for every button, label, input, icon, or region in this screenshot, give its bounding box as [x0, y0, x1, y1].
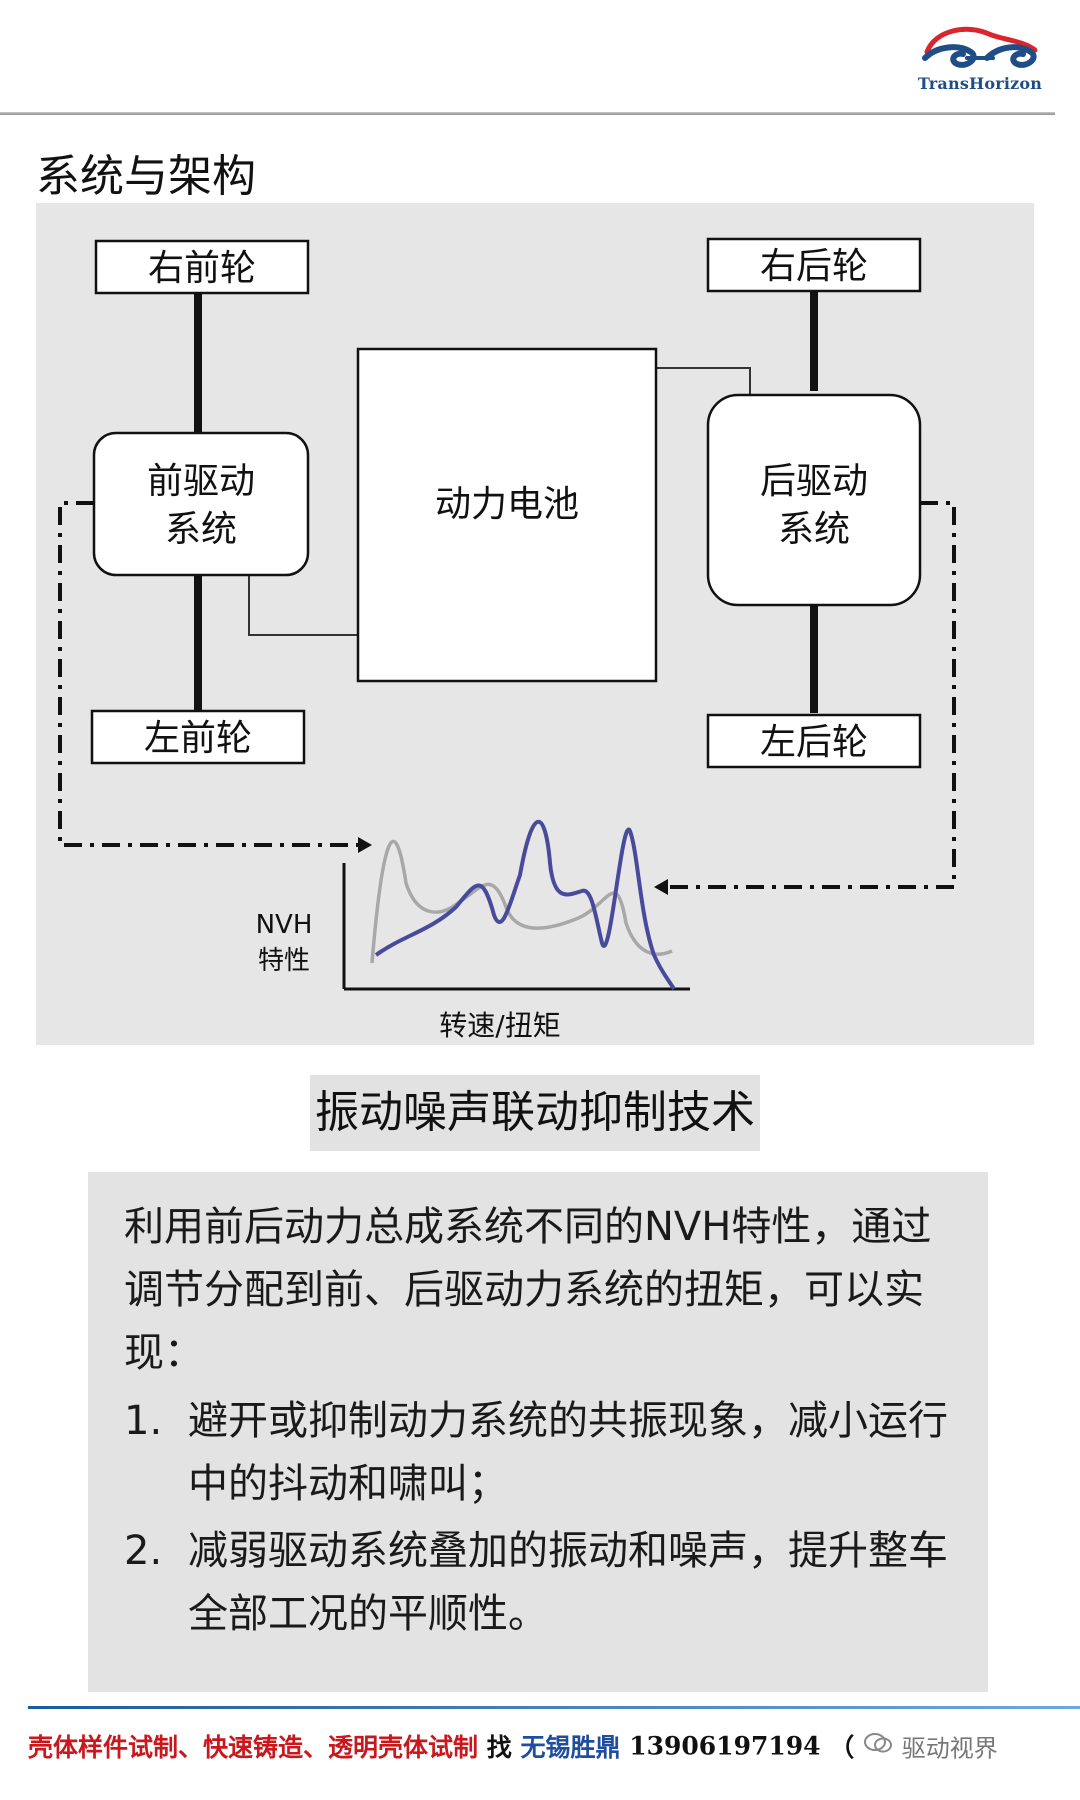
list-item-text: 减弱驱动系统叠加的振动和噪声，提升整车全部工况的平顺性。 — [188, 1528, 948, 1637]
wheel-rear-left: 左后轮 — [706, 713, 922, 769]
description-panel: 利用前后动力总成系统不同的NVH特性，通过调节分配到前、后驱动力系统的扭矩，可以… — [88, 1172, 988, 1692]
front-power-wire — [248, 568, 358, 636]
front-nvh-path — [58, 501, 358, 847]
footer-services: 壳体样件试制、快速铸造、透明壳体试制 — [28, 1733, 479, 1762]
footer-company: 无锡胜鼎 — [520, 1733, 621, 1762]
diagram-caption: 振动噪声联动抑制技术 — [310, 1075, 760, 1151]
nvh-label-line2: 特性 — [258, 946, 310, 976]
transhorizon-logo — [915, 18, 1045, 98]
power-battery-label: 动力电池 — [435, 484, 579, 525]
front-drive-system: 前驱动 系统 — [92, 431, 310, 577]
wheel-rear-right-label: 右后轮 — [760, 246, 868, 287]
wechat-icon — [863, 1732, 902, 1761]
nvh-label-line1: NVH — [256, 910, 313, 940]
wheel-front-right-label: 右前轮 — [148, 248, 256, 289]
front-drive-label-line1: 前驱动 — [147, 461, 255, 502]
diagram-svg: 右前轮 左前轮 右后轮 左后轮 前驱动 系统 后驱动 系统 动力 — [58, 237, 956, 1042]
list-item-number: 2. — [124, 1528, 163, 1574]
footer-phone: 13906197194 — [629, 1731, 821, 1761]
wheel-rear-right: 右后轮 — [706, 237, 922, 293]
watermark-text: 驱动视界 — [901, 1734, 998, 1763]
footer-divider — [28, 1706, 1080, 1709]
front-drive-label-line2: 系统 — [165, 509, 237, 550]
rear-nvh-path — [668, 501, 956, 889]
architecture-diagram: 右前轮 左前轮 右后轮 左后轮 前驱动 系统 后驱动 系统 动力 — [36, 203, 1034, 1045]
front-axle-shaft — [194, 293, 202, 715]
power-battery: 动力电池 — [356, 347, 658, 683]
wheel-front-left: 左前轮 — [90, 709, 306, 765]
rear-nvh-arrow-icon — [654, 879, 668, 895]
rear-drive-label-line2: 系统 — [778, 509, 850, 550]
list-item-text: 避开或抑制动力系统的共振现象，减小运行中的抖动和啸叫； — [188, 1398, 948, 1507]
footer-paren: （ — [829, 1733, 855, 1762]
header-divider — [0, 112, 1055, 115]
rear-drive-label-line1: 后驱动 — [760, 461, 868, 502]
front-nvh-arrow-icon — [358, 837, 372, 853]
rear-power-wire — [656, 367, 751, 395]
front-nvh-curve — [374, 819, 676, 991]
car-wave-logo-icon — [922, 26, 1038, 68]
list-item-number: 1. — [124, 1398, 163, 1444]
nvh-plot-axes — [342, 863, 690, 991]
footer-ad-banner: 壳体样件试制、快速铸造、透明壳体试制 找 无锡胜鼎 13906197194 （ … — [28, 1728, 1078, 1768]
footer-find: 找 — [486, 1733, 512, 1762]
rear-nvh-curve — [370, 839, 673, 964]
brand-name: TransHorizon — [917, 74, 1043, 93]
intro-paragraph: 利用前后动力总成系统不同的NVH特性，通过调节分配到前、后驱动力系统的扭矩，可以… — [124, 1204, 932, 1376]
nvh-x-axis-label: 转速/扭矩 — [439, 1009, 560, 1042]
rear-drive-system: 后驱动 系统 — [706, 393, 922, 607]
rear-axle-shaft — [810, 291, 818, 713]
wheel-rear-left-label: 左后轮 — [760, 722, 868, 763]
wheel-front-right: 右前轮 — [94, 239, 310, 295]
wheel-front-left-label: 左前轮 — [144, 718, 252, 759]
page-title: 系统与架构 — [36, 151, 256, 202]
